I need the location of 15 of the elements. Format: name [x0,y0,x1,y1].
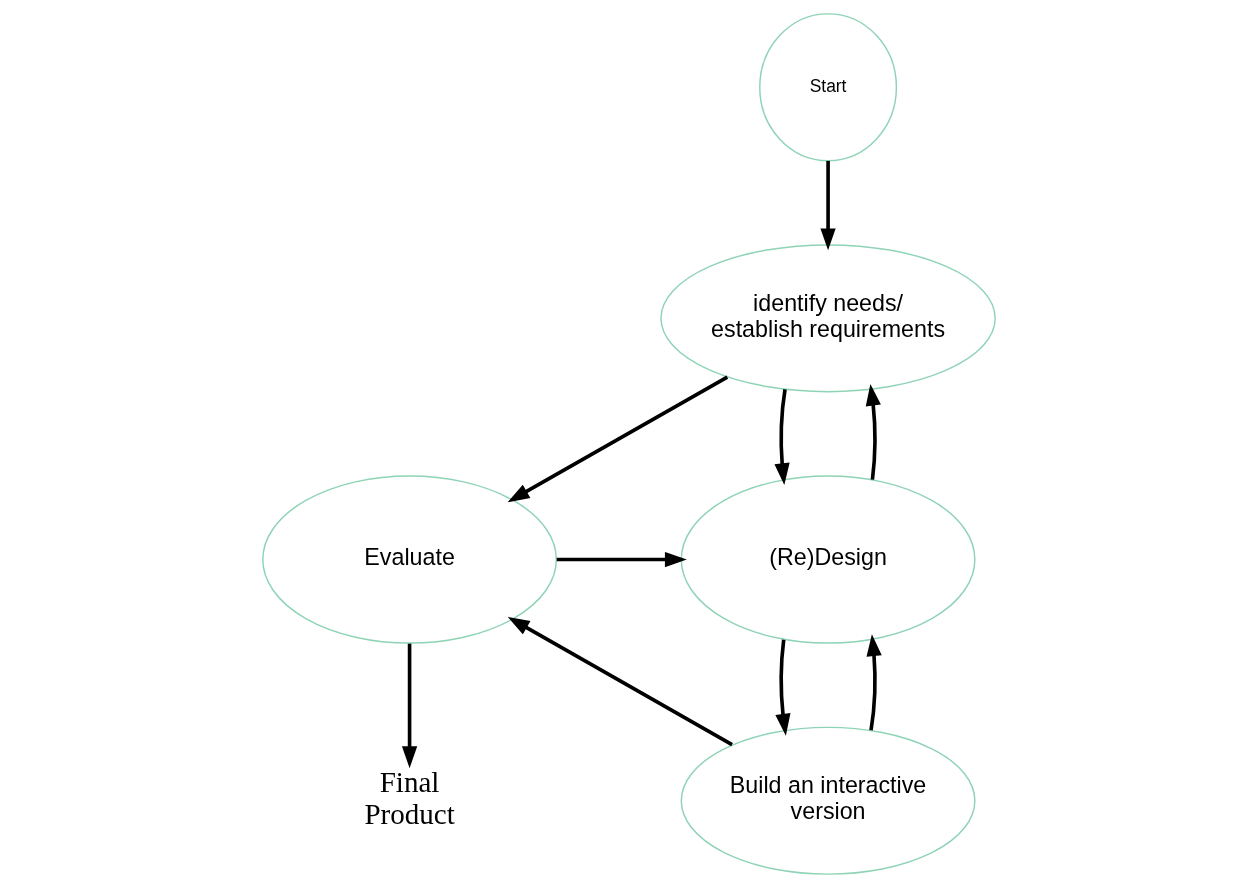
arrow [775,639,791,736]
node-ellipse: identify needs/ establish requirements [660,244,996,393]
node-circle: Start [759,13,898,162]
node-ellipse: (Re)Design [680,475,976,644]
arrow [865,383,881,480]
node-ellipse: Evaluate [262,475,558,644]
arrow [866,634,882,731]
arrow [556,551,687,568]
arrow [774,389,790,486]
node-ellipse: Build an interactive version [680,726,976,875]
arrow [401,643,418,769]
arrow [507,375,729,503]
arrow [507,616,733,747]
node-text: Final Product [364,766,455,830]
arrow [820,160,836,251]
